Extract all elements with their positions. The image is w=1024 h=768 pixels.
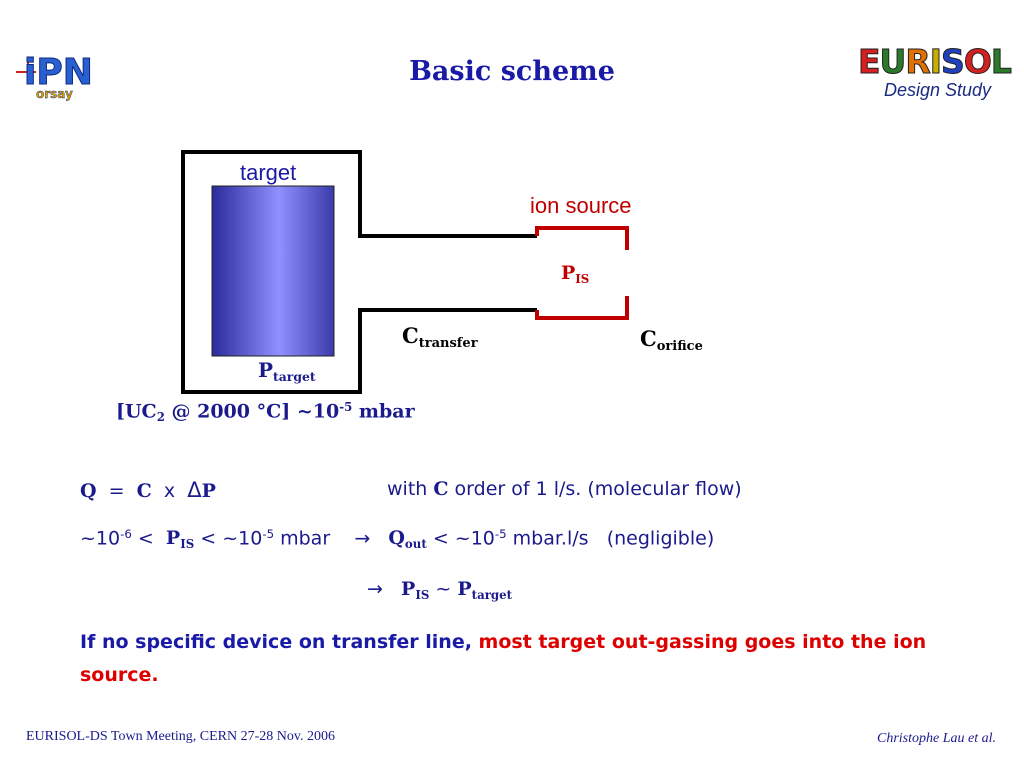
eurisol-logo-letter: O [963,42,992,81]
ipn-logo-text: iPN [24,52,93,93]
target-conditions: [UC2 @ 2000 °C] ~10-5 mbar [116,400,415,425]
eurisol-logo-letter: E [858,42,882,81]
arrow-icon: → [354,527,371,550]
ion-source-label: ion source [530,193,632,218]
pressure-equality-line: → PIS ~ Ptarget [367,578,513,602]
target-chamber-outline [181,150,537,394]
conclusion-text: If no specific device on transfer line, … [80,631,927,686]
eurisol-logo-letter: U [879,42,907,81]
eurisol-logo: EURISOL Design Study [858,42,1018,110]
ion-source-outline-bottom [535,296,629,320]
p-target-label: Ptarget [258,358,316,384]
pressure-range-line: ~10-6 < PIS < ~10-5 mbar → Qout < ~10-5 … [80,527,715,552]
conductance-equation: Q = C x ΔP [80,478,216,502]
eurisol-logo-letter: S [941,42,966,81]
ipn-logo-subtext: orsay [36,87,73,101]
eurisol-logo-letter: R [905,42,931,81]
footer-right: Christophe Lau et al. [876,731,996,746]
eurisol-logo-subtext: Design Study [884,80,992,100]
eurisol-logo-letter: I [929,42,942,81]
c-orifice-label: Corifice [640,326,703,355]
eurisol-logo-letters: EURISOL [858,42,1018,81]
page-title: Basic scheme [409,56,615,87]
footer-left: EURISOL-DS Town Meeting, CERN 27-28 Nov.… [26,729,335,744]
ion-source-outline-top [535,226,629,250]
target-label: target [240,160,297,185]
p-is-label: PIS [561,262,590,286]
target-body [211,185,335,357]
arrow-icon: → [367,578,383,600]
c-transfer-label: Ctransfer [402,323,478,352]
conductance-note: with C order of 1 l/s. (molecular flow) [387,478,742,500]
eurisol-logo-letter: L [990,42,1012,81]
ipn-orsay-logo: iPN orsay [16,52,93,101]
